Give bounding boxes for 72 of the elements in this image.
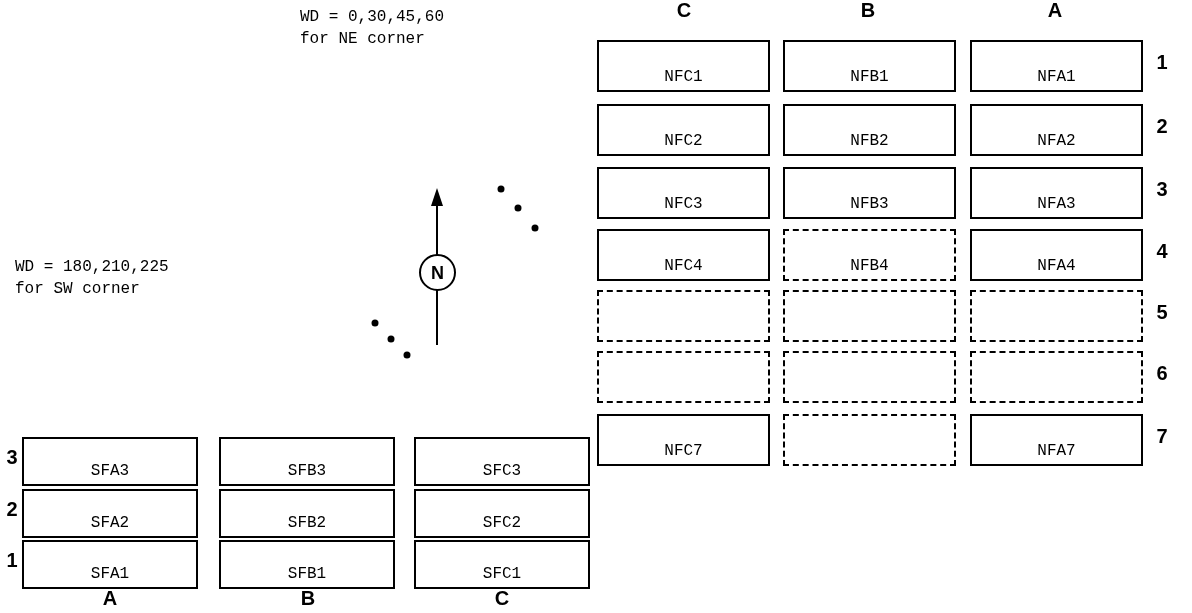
building-box (783, 104, 956, 156)
row-number: 2 (5, 499, 19, 519)
building-label: NFA2 (1037, 133, 1076, 149)
row-number: 2 (1155, 116, 1169, 136)
building-box (219, 540, 395, 589)
building-label: SFB2 (287, 515, 327, 531)
building-box (22, 489, 198, 538)
row-number: 5 (1155, 302, 1169, 322)
building-label: NFB1 (850, 69, 889, 85)
building-label: NFC1 (664, 69, 703, 85)
column-letter: B (299, 588, 317, 608)
building-label: SFB3 (287, 463, 327, 479)
building-label: NFC2 (664, 133, 703, 149)
building-box (970, 229, 1143, 281)
building-box (783, 229, 956, 281)
building-box (970, 40, 1143, 92)
building-box (783, 40, 956, 92)
wind-direction-note: WD = 180,210,225 for SW corner (15, 257, 170, 300)
wind-direction-note: WD = 0,30,45,60 for NE corner (300, 7, 446, 50)
building-label: NFC4 (664, 258, 703, 274)
empty-building-box (970, 351, 1143, 403)
row-number: 7 (1155, 426, 1169, 446)
building-box (597, 40, 770, 92)
building-box (597, 414, 770, 466)
building-box (219, 489, 395, 538)
building-label: NFB4 (850, 258, 889, 274)
column-letter: C (493, 588, 511, 608)
building-label: NFB3 (850, 196, 889, 212)
row-number: 3 (1155, 179, 1169, 199)
building-box (219, 437, 395, 486)
empty-building-box (597, 351, 770, 403)
building-label: NFA4 (1037, 258, 1076, 274)
building-label: NFA1 (1037, 69, 1076, 85)
building-label: SFB1 (287, 566, 327, 582)
building-label: NFC7 (664, 443, 703, 459)
building-label: SFC2 (482, 515, 522, 531)
building-label: NFC3 (664, 196, 703, 212)
building-label: SFA2 (90, 515, 130, 531)
building-box (414, 540, 590, 589)
building-box (970, 104, 1143, 156)
building-box (22, 437, 198, 486)
empty-building-box (783, 414, 956, 466)
north-label: N (431, 263, 444, 282)
building-label: NFA3 (1037, 196, 1076, 212)
building-label: SFC3 (482, 463, 522, 479)
building-label: NFA7 (1037, 443, 1076, 459)
building-box (597, 104, 770, 156)
building-box (783, 167, 956, 219)
column-letter: B (859, 0, 877, 20)
building-label: NFB2 (850, 133, 889, 149)
empty-building-box (597, 290, 770, 342)
building-box (22, 540, 198, 589)
row-number: 4 (1155, 241, 1169, 261)
row-number: 1 (5, 550, 19, 570)
building-label: SFA1 (90, 566, 130, 582)
building-box (970, 414, 1143, 466)
building-box (597, 167, 770, 219)
empty-building-box (783, 290, 956, 342)
building-box (414, 489, 590, 538)
empty-building-box (783, 351, 956, 403)
building-box (970, 167, 1143, 219)
building-label: SFA3 (90, 463, 130, 479)
column-letter: A (1046, 0, 1064, 20)
row-number: 6 (1155, 363, 1169, 383)
building-box (414, 437, 590, 486)
column-letter: C (675, 0, 693, 20)
row-number: 3 (5, 447, 19, 467)
row-number: 1 (1155, 52, 1169, 72)
empty-building-box (970, 290, 1143, 342)
column-letter: A (101, 588, 119, 608)
building-box (597, 229, 770, 281)
building-label: SFC1 (482, 566, 522, 582)
